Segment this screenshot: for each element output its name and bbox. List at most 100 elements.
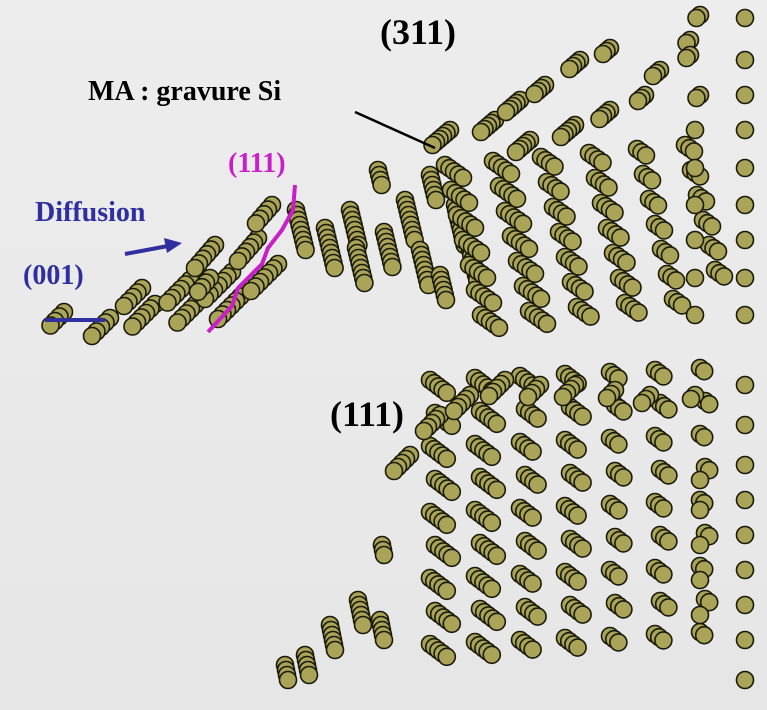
atom	[654, 367, 673, 386]
atom	[528, 541, 547, 560]
atom	[442, 482, 462, 502]
atom	[593, 153, 612, 172]
atom	[735, 455, 755, 475]
atom	[355, 273, 374, 293]
atom	[114, 296, 134, 316]
atom	[642, 171, 662, 190]
diffusion-arrow-shaft	[124, 244, 169, 256]
atom	[714, 267, 734, 286]
atom	[735, 50, 755, 70]
atom	[483, 293, 503, 313]
atom	[487, 546, 507, 566]
atom	[690, 605, 710, 625]
atom	[528, 607, 547, 626]
atom	[685, 305, 705, 325]
atom	[501, 164, 521, 184]
atom	[551, 127, 571, 147]
atom	[523, 508, 542, 527]
atom	[563, 232, 582, 251]
atom	[636, 146, 656, 165]
atom	[519, 239, 539, 259]
atom	[477, 268, 497, 288]
top-facet-title: (311)	[380, 12, 456, 52]
atom	[617, 253, 636, 272]
atom	[353, 615, 373, 635]
atom	[545, 157, 564, 176]
atom	[690, 535, 710, 555]
atom	[525, 84, 544, 104]
diffusion-label: Diffusion	[35, 197, 146, 228]
atom	[573, 605, 592, 624]
atom	[685, 120, 705, 140]
atom	[374, 545, 394, 565]
atom	[735, 525, 755, 545]
facet-001-label: (001)	[23, 260, 84, 291]
atom	[507, 189, 527, 209]
atom	[654, 565, 673, 584]
ma-leader-line	[354, 110, 436, 150]
atom	[523, 442, 542, 461]
atom	[437, 449, 457, 469]
atom	[551, 182, 570, 201]
atom	[735, 305, 755, 325]
atom	[471, 243, 491, 263]
atom	[694, 625, 714, 645]
atom	[672, 296, 692, 315]
atom	[471, 122, 491, 142]
atom	[699, 592, 719, 612]
atom	[660, 246, 680, 265]
atom	[372, 175, 391, 195]
atom	[496, 102, 516, 122]
atom	[437, 383, 457, 403]
atom	[246, 214, 266, 233]
atom	[599, 178, 618, 197]
atom	[659, 532, 678, 551]
atom	[168, 313, 187, 332]
atom	[523, 640, 542, 659]
atom	[735, 670, 755, 690]
atom	[228, 251, 248, 271]
atom	[437, 647, 457, 667]
atom	[609, 501, 628, 520]
atom	[735, 375, 755, 395]
atom	[523, 574, 542, 593]
atom	[482, 645, 502, 665]
atom	[654, 631, 673, 650]
atom	[188, 282, 208, 302]
atom	[426, 190, 446, 210]
atom	[459, 193, 479, 213]
atom	[654, 499, 673, 518]
atom	[735, 630, 755, 650]
atom	[611, 228, 630, 247]
atom	[735, 158, 755, 178]
atom	[568, 638, 587, 657]
atom	[694, 427, 714, 447]
atom	[575, 282, 594, 301]
ma-etch-label: MA : gravure Si	[88, 76, 282, 107]
atom	[436, 290, 456, 310]
atom	[553, 387, 573, 407]
atom	[609, 435, 628, 454]
atom	[684, 142, 704, 161]
atom	[632, 393, 652, 413]
atom	[702, 217, 722, 236]
atom	[581, 307, 600, 326]
atom	[465, 218, 485, 238]
atom	[568, 506, 587, 525]
atom	[123, 317, 142, 336]
atom	[735, 120, 755, 140]
atom	[654, 221, 674, 240]
atom	[513, 214, 533, 234]
atom	[482, 579, 502, 599]
atom	[325, 640, 345, 660]
atom	[614, 534, 633, 553]
atom	[383, 257, 402, 277]
atom	[278, 670, 298, 690]
atom	[659, 466, 678, 485]
atom	[482, 513, 502, 533]
atom	[735, 8, 755, 28]
atom	[528, 409, 547, 428]
atom	[299, 665, 319, 685]
